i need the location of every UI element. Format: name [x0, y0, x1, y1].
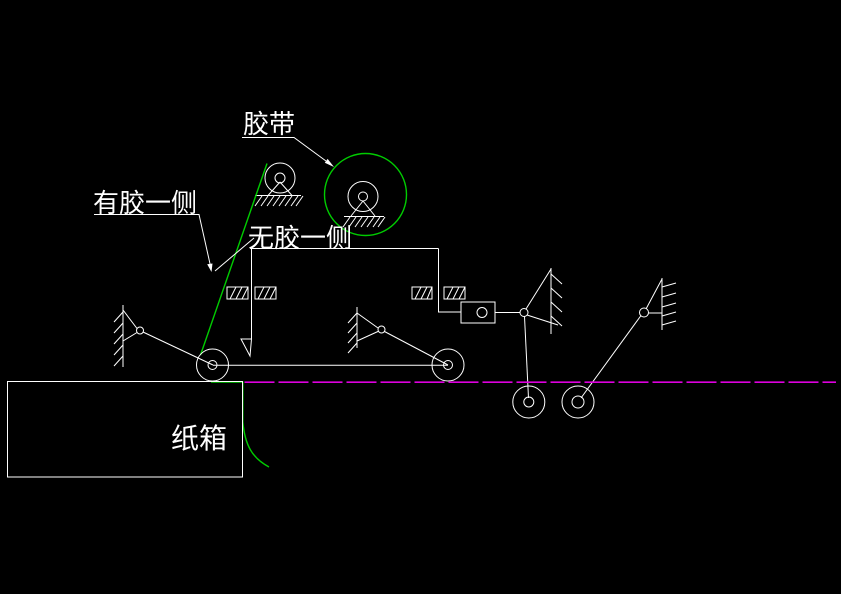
guide-block-hatch-icon [257, 286, 277, 300]
guide-block-hatch-icon [446, 286, 466, 300]
press-roller-link-right [580, 315, 642, 399]
guide-blocks [226, 286, 466, 300]
adhesive-side-leader [94, 214, 211, 267]
tape-label-arrow-icon [324, 158, 334, 167]
lever-arm-middle [384, 331, 449, 366]
carton-label: 纸箱 [171, 422, 227, 455]
lever-pivot [377, 325, 386, 334]
guide-roller-axle [274, 172, 286, 184]
adhesive-side-arrow-icon [207, 263, 213, 272]
guide-roller-mount-legs [267, 181, 293, 196]
tape-roll-ground-hatch-icon [342, 216, 386, 228]
guide-roller [264, 162, 296, 194]
press-roller-link-left [524, 316, 529, 399]
ground-post-hatch-icon [661, 282, 677, 326]
guide-roller-ground-hatch-icon [254, 195, 304, 207]
tape-roll-mount-legs [350, 200, 376, 217]
rocker-pivot [519, 308, 529, 317]
ground-post-struts [645, 278, 663, 314]
guide-block [411, 286, 433, 300]
guide-block [254, 286, 277, 300]
ground-post-struts [525, 268, 559, 326]
wall-support-hatch-icon [347, 312, 358, 354]
slider-block-pin [476, 307, 488, 318]
guide-block-hatch-icon [229, 286, 249, 300]
lever-arm-left [142, 331, 214, 366]
tape-roll-core-roller [347, 181, 379, 212]
wall-support-hatch-icon [113, 311, 124, 367]
rocker-pivot [639, 307, 649, 318]
tape-roll-circle [323, 152, 408, 237]
press-roller-left-axle [523, 396, 535, 408]
slider-block [460, 301, 496, 324]
non-adhesive-side-leader [214, 237, 255, 272]
press-roller-right [561, 385, 595, 419]
tape-label-leader [242, 137, 327, 162]
press-roller-left [512, 385, 546, 419]
non-adhesive-side-label: 无胶一侧 [248, 224, 352, 254]
guide-block [443, 286, 466, 300]
tape-roll-axle [358, 191, 368, 202]
applicator-roller-right [431, 348, 465, 382]
press-roller-right-axle [571, 395, 585, 409]
carton-box [7, 381, 243, 478]
tape-path-down [199, 163, 268, 356]
frame-rails [251, 248, 461, 339]
wall-support-struts [356, 312, 380, 342]
cutter-blade-icon [240, 338, 253, 358]
applicator-roller-right-axle [443, 360, 453, 370]
guide-block [226, 286, 249, 300]
ground-post-hatch-icon [550, 273, 563, 327]
tape-label: 胶带 [243, 110, 295, 140]
wall-support-struts [122, 309, 138, 342]
guide-block-hatch-icon [414, 286, 433, 300]
lever-pivot [136, 326, 144, 335]
